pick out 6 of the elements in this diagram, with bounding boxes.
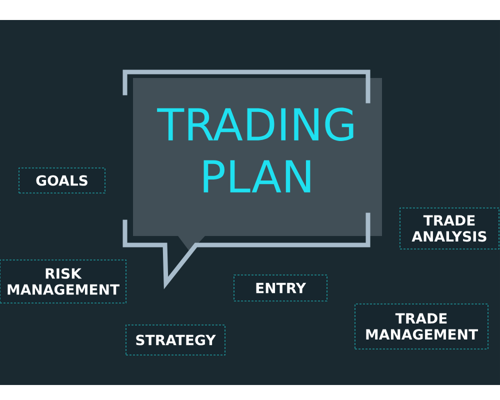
label-box: TRADE MANAGEMENT [354,304,488,350]
label-box: GOALS [18,168,106,194]
label-box: TRADE ANALYSIS [400,208,500,250]
label-box: RISK MANAGEMENT [0,260,126,304]
label-box: ENTRY [234,274,328,302]
label-box: STRATEGY [126,324,226,356]
